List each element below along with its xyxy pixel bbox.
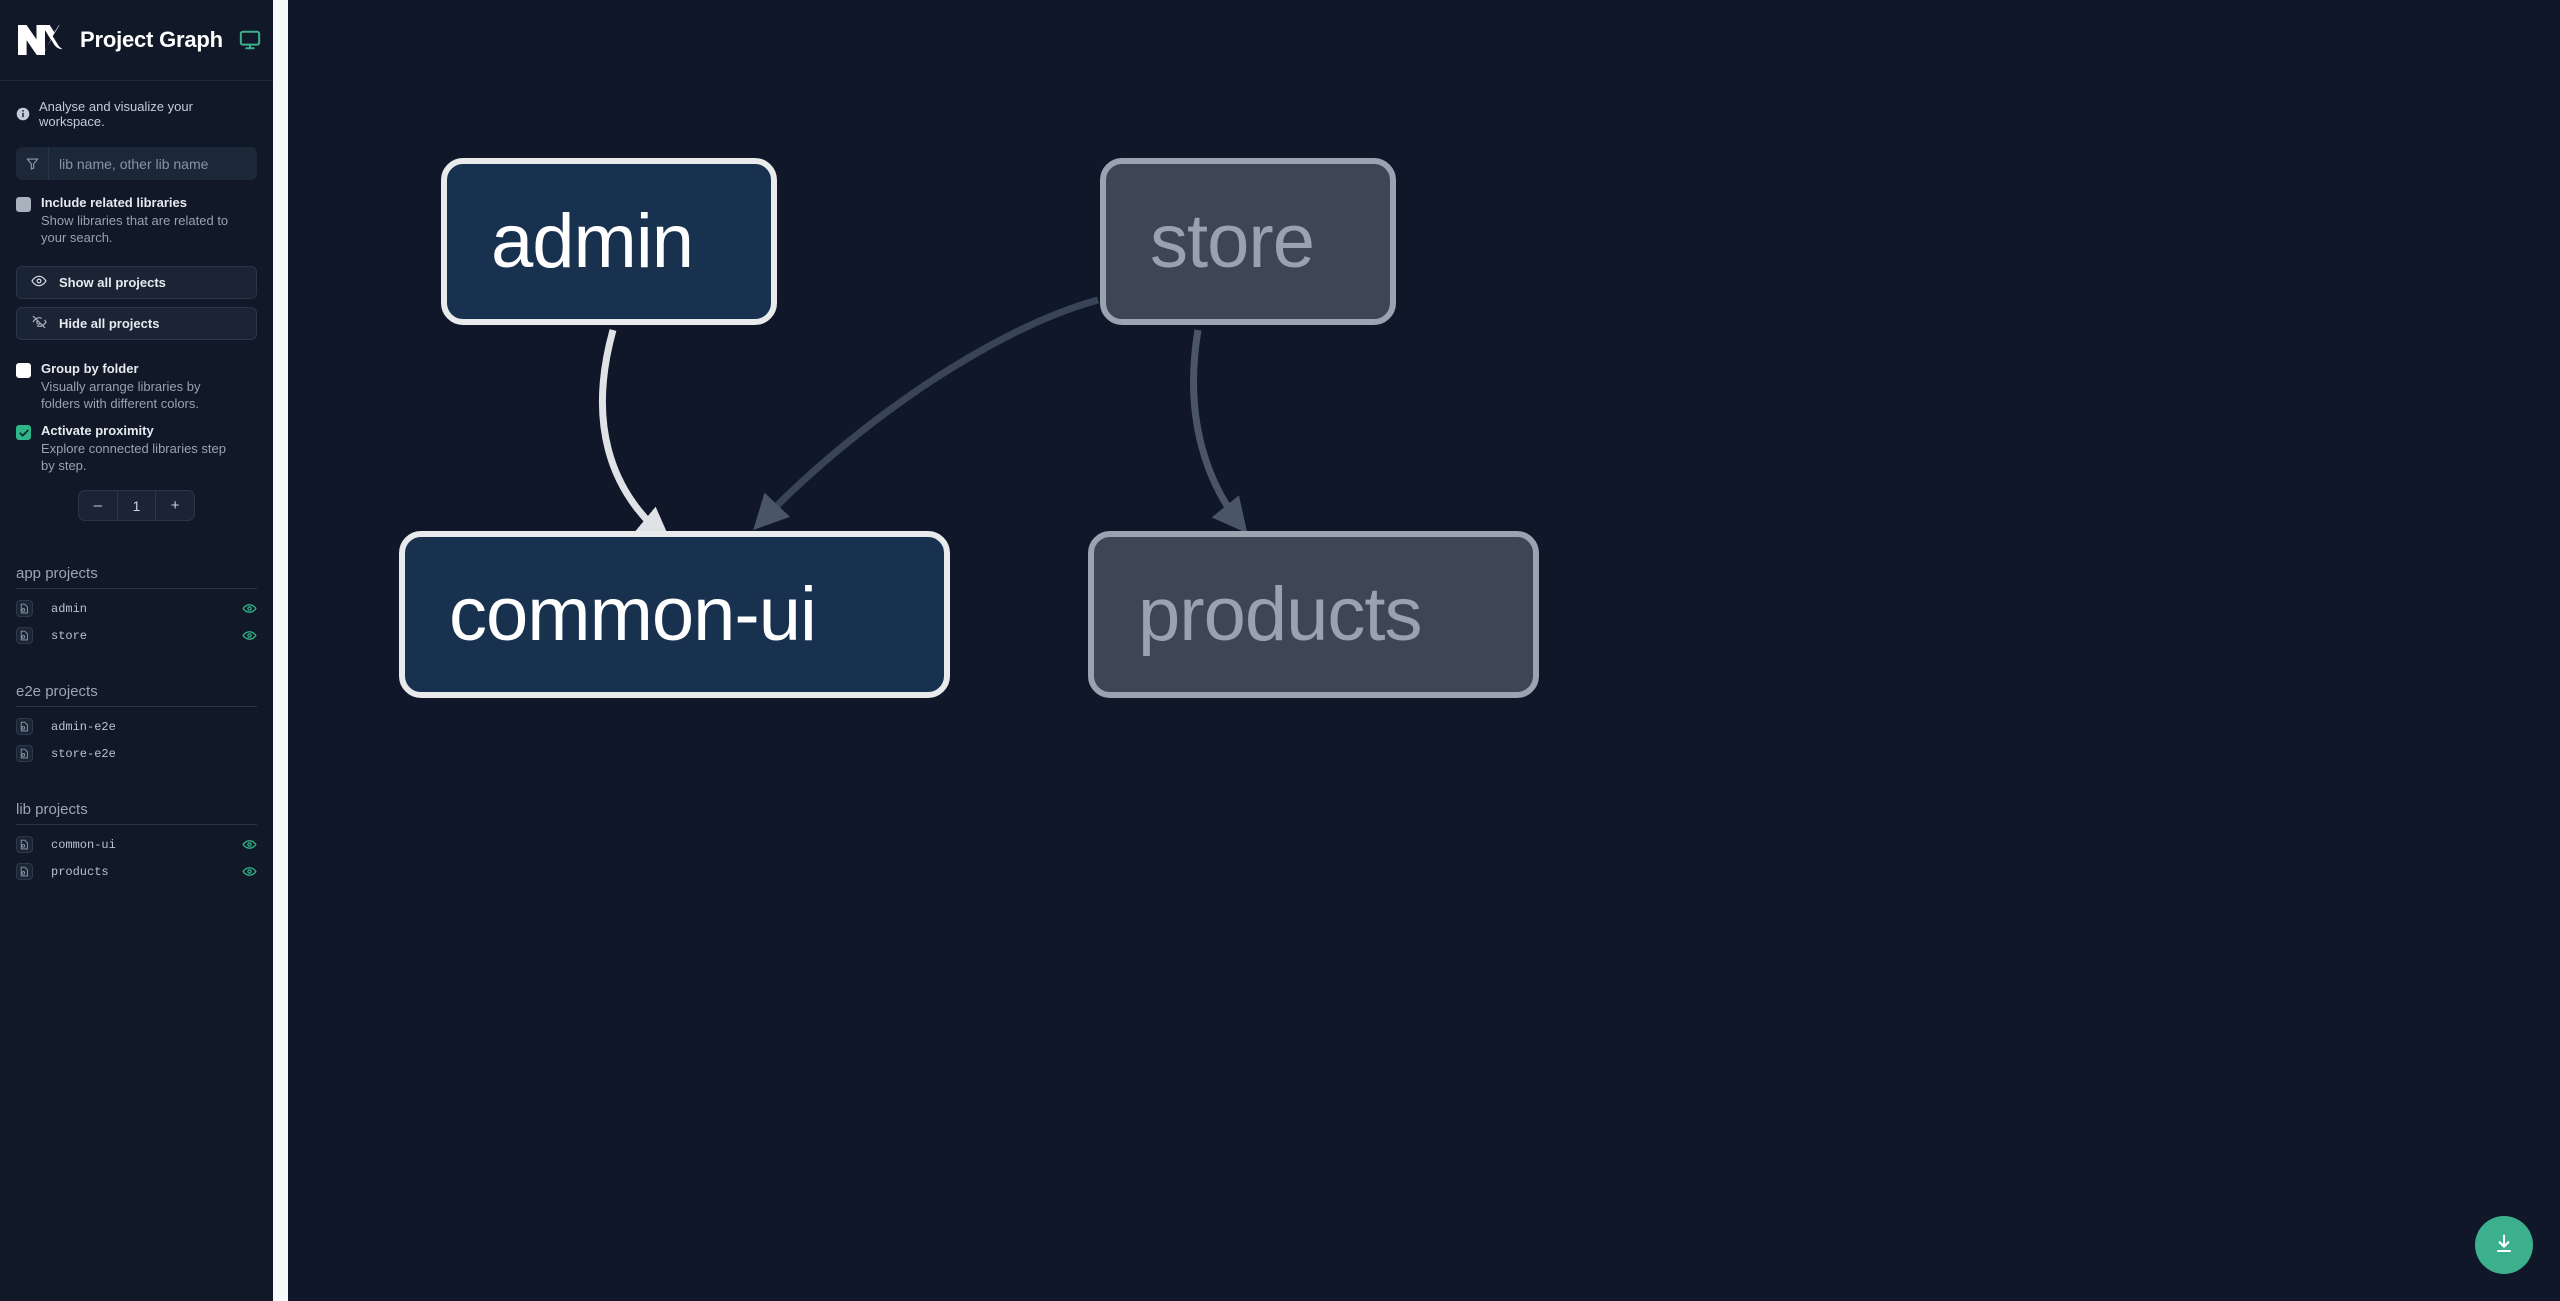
graph-node-store[interactable]: store: [1100, 158, 1396, 325]
group-title: e2e projects: [16, 671, 257, 707]
show-all-projects-label: Show all projects: [59, 275, 166, 290]
page-title: Project Graph: [80, 27, 223, 52]
node-label: store: [1150, 198, 1315, 284]
sidebar-header: Project Graph: [0, 0, 273, 81]
app-project-icon: [16, 627, 33, 644]
proximity-stepper[interactable]: – 1 +: [78, 490, 195, 521]
tagline: Analyse and visualize your workspace.: [0, 81, 273, 143]
search-box[interactable]: [16, 147, 257, 180]
node-label: products: [1138, 571, 1422, 657]
edge-admin-common-ui: [599, 329, 672, 543]
checkbox-activate-proximity[interactable]: [16, 425, 31, 440]
checkbox-include-related[interactable]: [16, 197, 31, 212]
project-group-app: app projects admin: [0, 553, 273, 649]
option-label: Group by folder: [41, 361, 139, 376]
project-name: store-e2e: [51, 746, 116, 761]
group-title: app projects: [16, 553, 257, 589]
node-label: admin: [491, 198, 694, 284]
download-image-button[interactable]: [2475, 1216, 2533, 1274]
graph-edges: [599, 296, 1248, 543]
info-icon: [16, 107, 30, 121]
show-all-projects-button[interactable]: Show all projects: [16, 266, 257, 299]
lib-project-icon: [16, 863, 33, 880]
option-description: Visually arrange libraries by folders wi…: [41, 379, 201, 411]
project-visibility-icon[interactable]: [242, 628, 257, 643]
filter-funnel-icon: [16, 147, 49, 180]
app-project-icon: [16, 718, 33, 735]
sidebar: Project Graph Analyse and visualize your…: [0, 0, 273, 1301]
lib-project-icon: [16, 836, 33, 853]
project-row-store[interactable]: store: [16, 622, 257, 649]
hide-all-projects-button[interactable]: Hide all projects: [16, 307, 257, 340]
tagline-text: Analyse and visualize your workspace.: [39, 99, 193, 129]
graph-canvas[interactable]: admin store common-ui products: [288, 0, 2560, 1301]
proximity-value: 1: [116, 491, 156, 520]
project-visibility-icon[interactable]: [242, 837, 257, 852]
project-row-common-ui[interactable]: common-ui: [16, 831, 257, 858]
project-visibility-icon[interactable]: [242, 601, 257, 616]
project-row-admin[interactable]: admin: [16, 595, 257, 622]
option-label: Include related libraries: [41, 195, 187, 210]
option-include-related[interactable]: Include related libraries Show libraries…: [0, 180, 273, 246]
nx-logo: [16, 19, 62, 61]
project-name: admin-e2e: [51, 719, 116, 734]
app-project-icon: [16, 745, 33, 762]
option-label: Activate proximity: [41, 423, 154, 438]
proximity-decrement-button[interactable]: –: [93, 497, 102, 514]
node-label: common-ui: [449, 571, 817, 657]
project-visibility-icon[interactable]: [242, 864, 257, 879]
option-group-by-folder[interactable]: Group by folder Visually arrange librari…: [0, 340, 273, 412]
project-name: common-ui: [51, 837, 116, 852]
app-project-icon: [16, 600, 33, 617]
download-icon: [2492, 1232, 2516, 1259]
option-description: Explore connected libraries step by step…: [41, 441, 226, 473]
option-activate-proximity[interactable]: Activate proximity Explore connected lib…: [0, 412, 273, 474]
graph-node-common-ui[interactable]: common-ui: [399, 531, 950, 698]
project-name: products: [51, 864, 109, 879]
group-title: lib projects: [16, 789, 257, 825]
monitor-icon[interactable]: [239, 29, 261, 51]
eye-off-icon: [31, 314, 47, 333]
sidebar-resize-handle[interactable]: [273, 0, 288, 1301]
edge-store-products: [1190, 329, 1248, 534]
checkbox-group-by-folder[interactable]: [16, 363, 31, 378]
project-group-lib: lib projects common-ui: [0, 789, 273, 885]
graph-node-products[interactable]: products: [1088, 531, 1539, 698]
project-name: store: [51, 628, 88, 643]
proximity-increment-button[interactable]: +: [155, 491, 194, 520]
project-name: admin: [51, 601, 88, 616]
project-row-admin-e2e[interactable]: admin-e2e: [16, 713, 257, 740]
graph-node-admin[interactable]: admin: [441, 158, 777, 325]
edge-store-common-ui: [753, 296, 1099, 531]
project-row-products[interactable]: products: [16, 858, 257, 885]
eye-icon: [31, 273, 47, 292]
project-group-e2e: e2e projects admin-e2e store-: [0, 671, 273, 767]
option-description: Show libraries that are related to your …: [41, 213, 229, 245]
search-input[interactable]: [49, 147, 257, 180]
hide-all-projects-label: Hide all projects: [59, 316, 160, 331]
project-row-store-e2e[interactable]: store-e2e: [16, 740, 257, 767]
